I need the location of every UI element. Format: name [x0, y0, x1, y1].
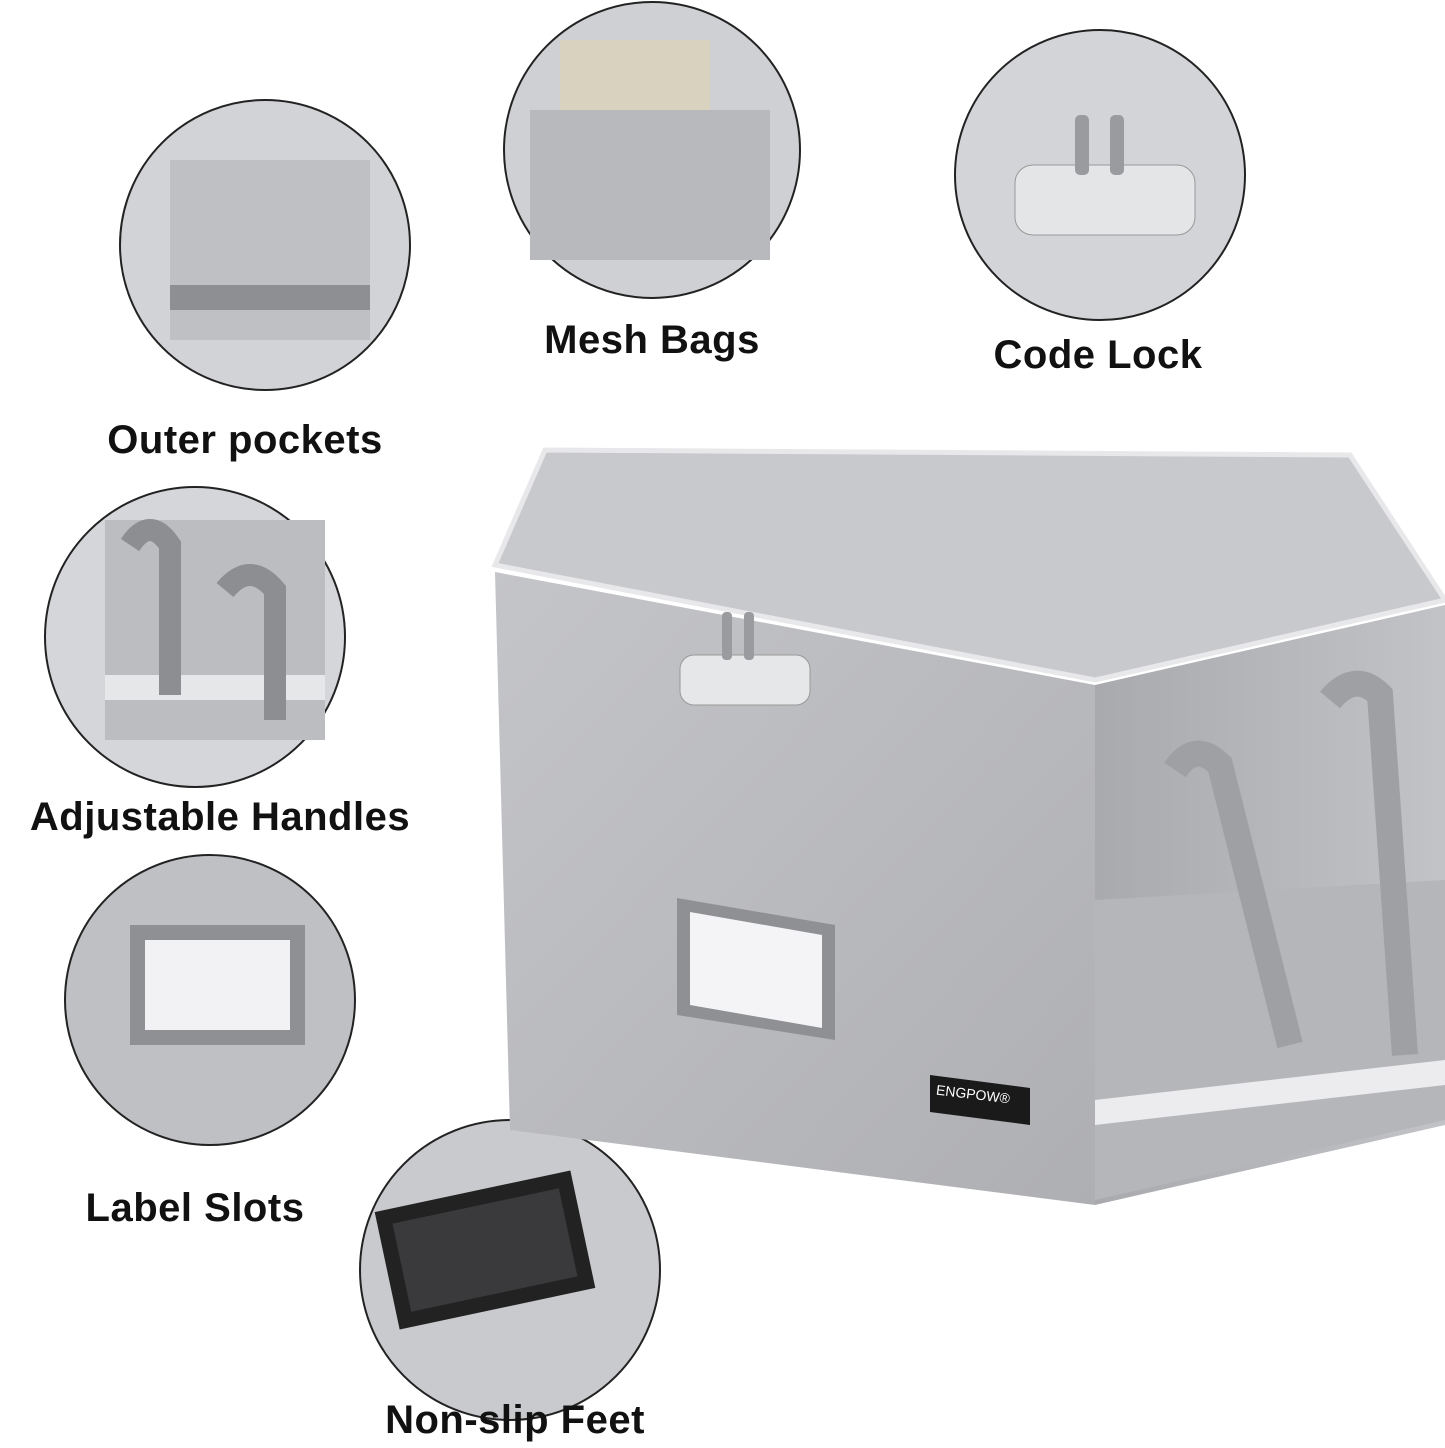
adjustable-handles-detail-circle	[44, 486, 346, 788]
side-mesh-pocket	[1095, 880, 1445, 1200]
label-slots-label: Label Slots	[85, 1186, 305, 1230]
reflective-strip	[1095, 1060, 1445, 1125]
label-slot	[677, 898, 835, 1040]
brand-logo	[930, 1075, 1030, 1125]
outer-pockets-label: Outer pockets	[107, 418, 383, 462]
code-lock-detail-circle	[954, 29, 1246, 321]
mesh-bags-label: Mesh Bags	[544, 318, 760, 362]
code-lock	[679, 612, 811, 706]
outer-pockets-detail-circle	[119, 99, 411, 391]
box-front	[495, 572, 1095, 1205]
non-slip-feet-label: Non-slip Feet	[385, 1398, 645, 1442]
handle-left	[1164, 740, 1303, 1049]
code-lock-label: Code Lock	[993, 333, 1203, 377]
non-slip-feet-detail-circle	[359, 1119, 661, 1421]
label-slots-detail-circle	[64, 854, 356, 1146]
handle-right	[1320, 670, 1418, 1056]
mesh-bags-detail-circle	[503, 1, 801, 299]
storage-box	[491, 447, 1445, 1205]
box-lid	[491, 447, 1445, 683]
adjustable-handles-label: Adjustable Handles	[29, 795, 411, 839]
